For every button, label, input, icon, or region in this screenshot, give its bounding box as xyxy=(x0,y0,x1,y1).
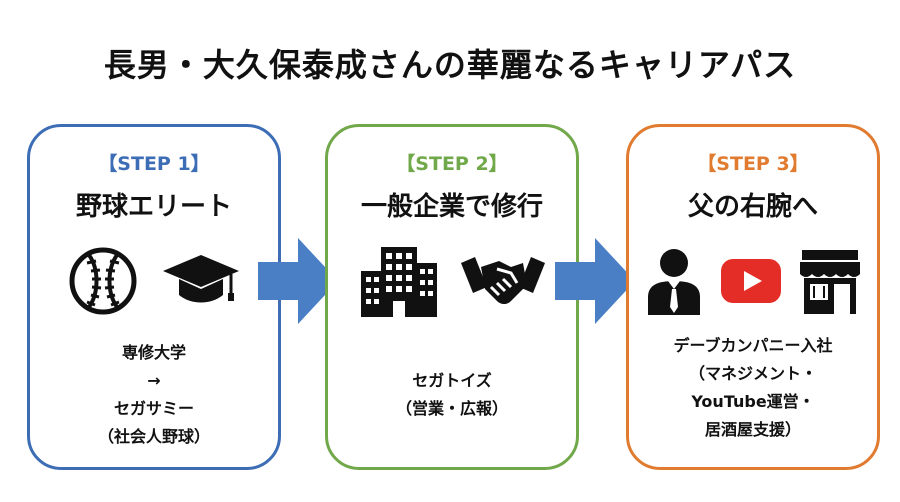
step-1-icons xyxy=(30,245,278,317)
right-arrow-icon xyxy=(258,238,338,324)
youtube-icon xyxy=(721,259,781,303)
step-3-heading: 父の右腕へ xyxy=(687,192,818,222)
step-2-heading: 一般企業で修行 xyxy=(360,192,543,222)
page-title: 長男・大久保泰成さんの華麗なるキャリアパス xyxy=(103,46,797,84)
step-3-line: デーブカンパニー入社 xyxy=(673,336,833,355)
step-3-description: デーブカンパニー入社 （マネジメント・ YouTube運営・ 居酒屋支援） xyxy=(629,332,877,444)
step-3-line: （マネジメント・ xyxy=(688,364,817,383)
businessman-icon xyxy=(648,249,700,315)
step-2-icons xyxy=(328,245,576,317)
step-2-line: セガトイズ xyxy=(412,371,492,390)
step-1-line: セガサミー xyxy=(113,399,194,418)
step-3-line: YouTube運営・ xyxy=(691,392,815,411)
step-2-label: 【STEP 2】 xyxy=(396,153,508,175)
graduation-cap-icon xyxy=(163,255,239,303)
baseball-icon xyxy=(69,247,137,315)
step-1-line: （社会人野球） xyxy=(97,427,210,446)
step-3-card: 【STEP 3】 父の右腕へ xyxy=(626,124,880,470)
step-2-card: 【STEP 2】 一般企業で修行 xyxy=(325,124,579,470)
step-3-icons xyxy=(629,245,877,317)
step-1-card: 【STEP 1】 野球エリート xyxy=(27,124,281,470)
step-1-line: 専修大学 xyxy=(121,343,186,362)
step-2-description: セガトイズ （営業・広報） xyxy=(328,367,576,423)
step-1-line: → xyxy=(147,371,161,390)
step-3-line: 居酒屋支援） xyxy=(704,420,801,439)
step-1-description: 専修大学 → セガサミー （社会人野球） xyxy=(30,339,278,451)
step-1-label: 【STEP 1】 xyxy=(98,153,210,175)
step-2-line: （営業・広報） xyxy=(395,399,508,418)
step-1-heading: 野球エリート xyxy=(75,192,232,222)
step-3-label: 【STEP 3】 xyxy=(697,153,809,175)
storefront-icon xyxy=(800,250,860,314)
right-arrow-icon xyxy=(555,238,635,324)
handshake-icon xyxy=(461,257,545,304)
office-building-icon xyxy=(361,247,437,317)
